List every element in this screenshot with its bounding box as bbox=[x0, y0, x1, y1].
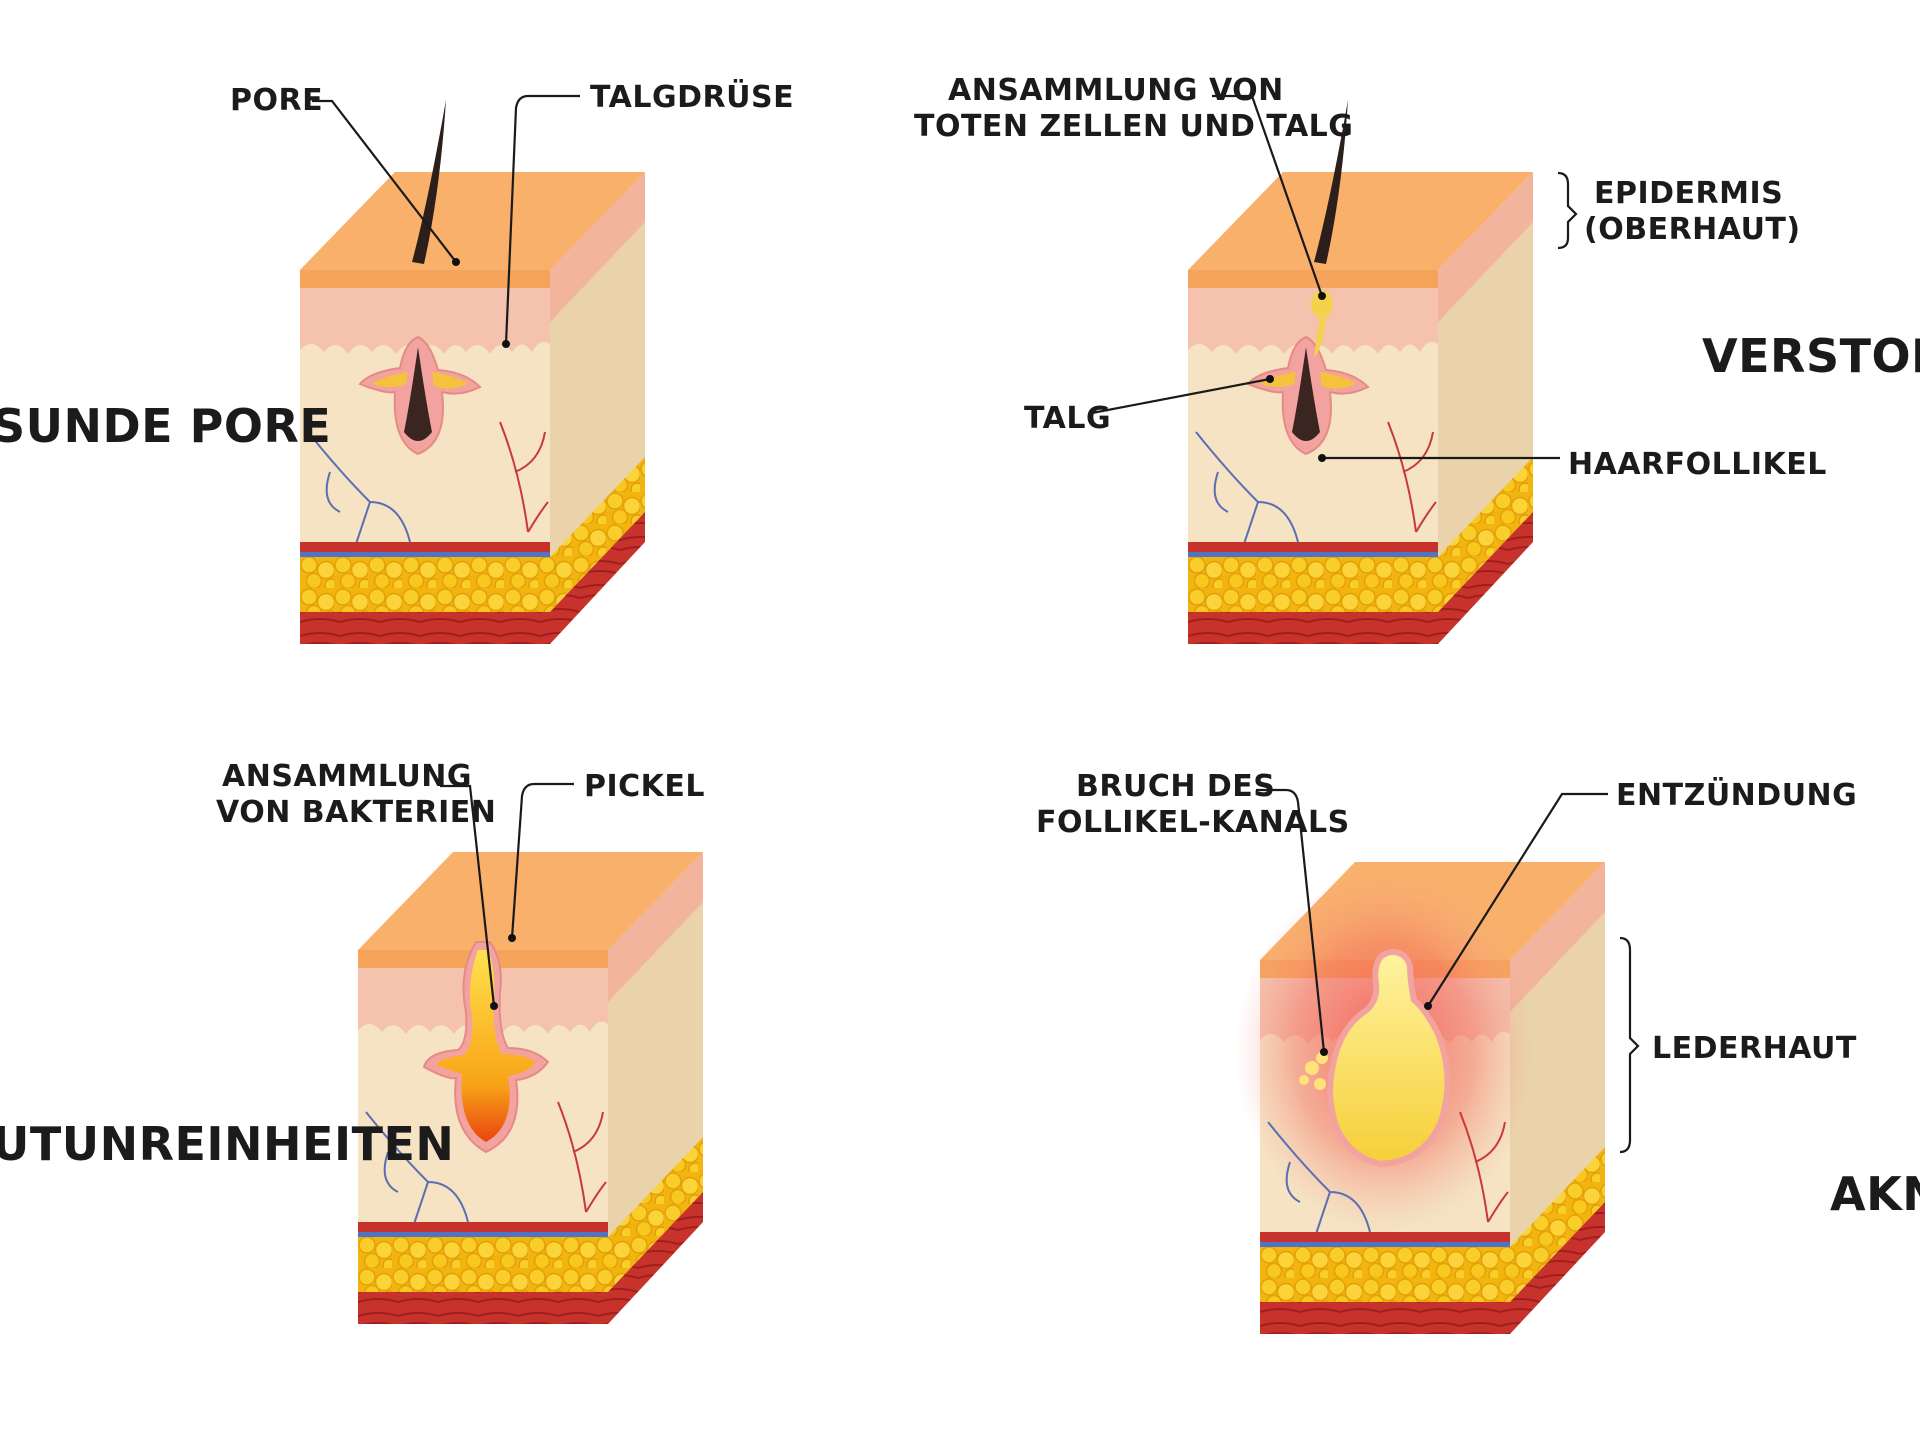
panel-blemishes: ANSAMMLUNG VON BAKTERIEN PICKEL UTUNREIN… bbox=[0, 759, 705, 1324]
label-pore: PORE bbox=[230, 83, 323, 118]
epidermis-front bbox=[300, 270, 550, 354]
skin-block-2 bbox=[1188, 100, 1533, 644]
label-epidermis-line1: EPIDERMIS bbox=[1594, 176, 1783, 211]
sebum-plug bbox=[1311, 290, 1333, 318]
panel-title-healthy-pore: SUNDE PORE bbox=[0, 399, 331, 453]
hair-shaft bbox=[412, 100, 446, 264]
label-rupture-line2: FOLLIKEL-KANALS bbox=[1036, 805, 1350, 840]
pus-sac bbox=[1326, 948, 1451, 1168]
panel-clogged-pore: ANSAMMLUNG VON TOTEN ZELLEN UND TALG EPI… bbox=[914, 73, 1920, 644]
panel-title-clogged-pore: VERSTOPFTE bbox=[1702, 329, 1920, 383]
panel-title-acne: AKNE bbox=[1830, 1167, 1920, 1221]
label-accumulation-line1: ANSAMMLUNG VON bbox=[948, 73, 1284, 108]
skin-block-4 bbox=[1235, 862, 1605, 1334]
label-sebum: TALG bbox=[1024, 401, 1111, 436]
label-sebaceous-gland: TALGDRÜSE bbox=[590, 78, 794, 115]
label-dermis: LEDERHAUT bbox=[1652, 1031, 1857, 1066]
label-bacteria-line1: ANSAMMLUNG bbox=[222, 759, 472, 794]
panel-acne: BRUCH DES FOLLIKEL-KANALS ENTZÜNDUNG LED… bbox=[1036, 769, 1920, 1334]
blood-vessel-band bbox=[300, 542, 550, 552]
rupture-burst bbox=[1299, 1052, 1328, 1090]
label-bacteria-line2: VON BAKTERIEN bbox=[216, 795, 496, 830]
label-epidermis-line2: (OBERHAUT) bbox=[1584, 212, 1801, 247]
fat-layer bbox=[300, 557, 550, 612]
label-hair-follicle: HAARFOLLIKEL bbox=[1568, 447, 1827, 482]
skin-block-1 bbox=[300, 100, 645, 644]
label-accumulation-line2: TOTEN ZELLEN UND TALG bbox=[914, 109, 1353, 144]
label-rupture-line1: BRUCH DES bbox=[1076, 769, 1275, 804]
panel-title-blemishes: UTUNREINHEITEN bbox=[0, 1117, 454, 1171]
panel-healthy-pore: PORE TALGDRÜSE SUNDE PORE bbox=[0, 78, 794, 644]
label-pimple: PICKEL bbox=[584, 769, 705, 804]
label-inflammation: ENTZÜNDUNG bbox=[1616, 776, 1857, 813]
muscle-layer bbox=[300, 612, 550, 644]
skin-block-3 bbox=[358, 852, 703, 1324]
